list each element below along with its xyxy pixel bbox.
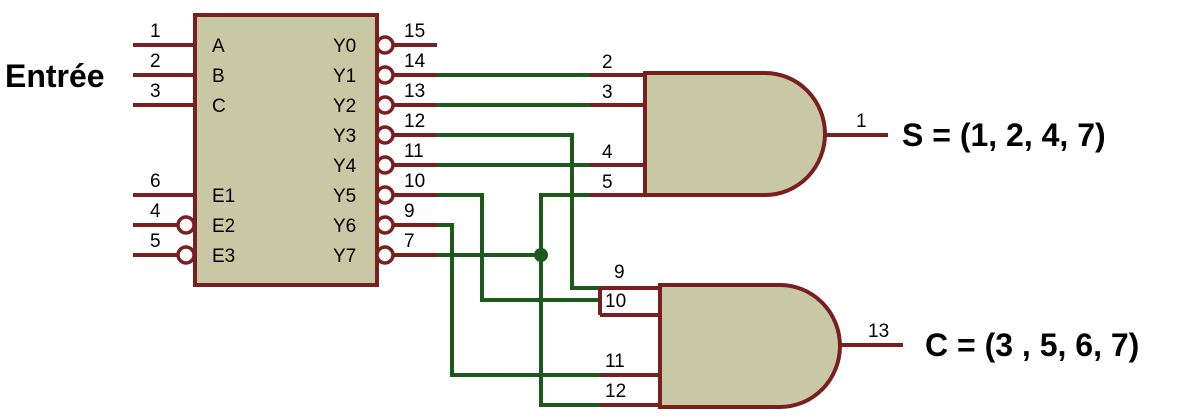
gate-c-in3-number: 11	[605, 351, 625, 372]
pin-a-number: 1	[150, 21, 161, 42]
gate-s-in3-number: 4	[602, 142, 613, 163]
pin-b-number: 2	[150, 51, 161, 72]
y1-name: Y1	[333, 66, 356, 87]
pin-e1-number: 6	[150, 171, 161, 192]
y3-bubble	[375, 125, 395, 145]
pin-e3-name: E3	[212, 246, 235, 267]
y1-bubble	[375, 65, 395, 85]
decoder-output-pins	[375, 35, 437, 265]
y2-bubble	[375, 95, 395, 115]
gate-c-label: C = (3 , 5, 6, 7)	[925, 327, 1139, 363]
y5-name: Y5	[333, 186, 356, 207]
pin-b-name: B	[212, 66, 225, 87]
gate-c-in4-number: 12	[605, 381, 626, 402]
gate-s-body	[643, 71, 827, 197]
y4-name: Y4	[333, 156, 357, 177]
y2-pin-number: 13	[404, 81, 425, 102]
pin-e3-bubble	[176, 245, 196, 265]
gate-c-in1-number: 9	[614, 262, 625, 283]
gate-c	[598, 283, 903, 409]
y6-pin-number: 9	[404, 201, 415, 222]
junction-dot	[534, 248, 548, 262]
wires	[437, 73, 600, 407]
pin-e2-name: E2	[212, 216, 235, 237]
wire-y5-c10	[437, 193, 600, 302]
y5-pin-number: 10	[404, 171, 425, 192]
y2-name: Y2	[333, 96, 356, 117]
gate-c-in2-number: 10	[605, 291, 626, 312]
y4-pin-number: 11	[404, 141, 424, 162]
y4-bubble	[375, 155, 395, 175]
y7-name: Y7	[333, 246, 356, 267]
y1-pin-number: 14	[404, 51, 426, 72]
y6-bubble	[375, 215, 395, 235]
pin-a-name: A	[212, 36, 225, 57]
wire-y3-c9	[437, 133, 600, 290]
input-label: Entrée	[5, 58, 105, 94]
gate-s-out-number: 1	[856, 111, 867, 132]
pin-c-name: C	[212, 96, 226, 117]
y3-pin-number: 12	[404, 111, 425, 132]
pin-e2-number: 4	[150, 201, 161, 222]
pin-e3-number: 5	[150, 231, 161, 252]
gate-s-in1-number: 2	[602, 52, 613, 73]
y0-name: Y0	[333, 36, 356, 57]
gate-s-in2-number: 3	[602, 82, 613, 103]
gate-s-in4-number: 5	[602, 172, 613, 193]
decoder-body	[193, 13, 379, 287]
gate-c-body	[658, 283, 842, 409]
gate-s	[590, 71, 888, 197]
gate-s-label: S = (1, 2, 4, 7)	[902, 117, 1106, 153]
pin-e1-name: E1	[212, 186, 235, 207]
wire-y6-c11	[437, 223, 600, 377]
y5-bubble	[375, 185, 395, 205]
y3-name: Y3	[333, 126, 356, 147]
pin-c-number: 3	[150, 81, 161, 102]
pin-e2-bubble	[176, 215, 196, 235]
gate-c-out-number: 13	[868, 321, 889, 342]
y7-bubble	[375, 245, 395, 265]
y0-pin-number: 15	[404, 21, 425, 42]
y6-name: Y6	[333, 216, 356, 237]
wire-y7-split	[539, 193, 600, 407]
y0-bubble	[375, 35, 395, 55]
y7-pin-number: 7	[404, 231, 415, 252]
